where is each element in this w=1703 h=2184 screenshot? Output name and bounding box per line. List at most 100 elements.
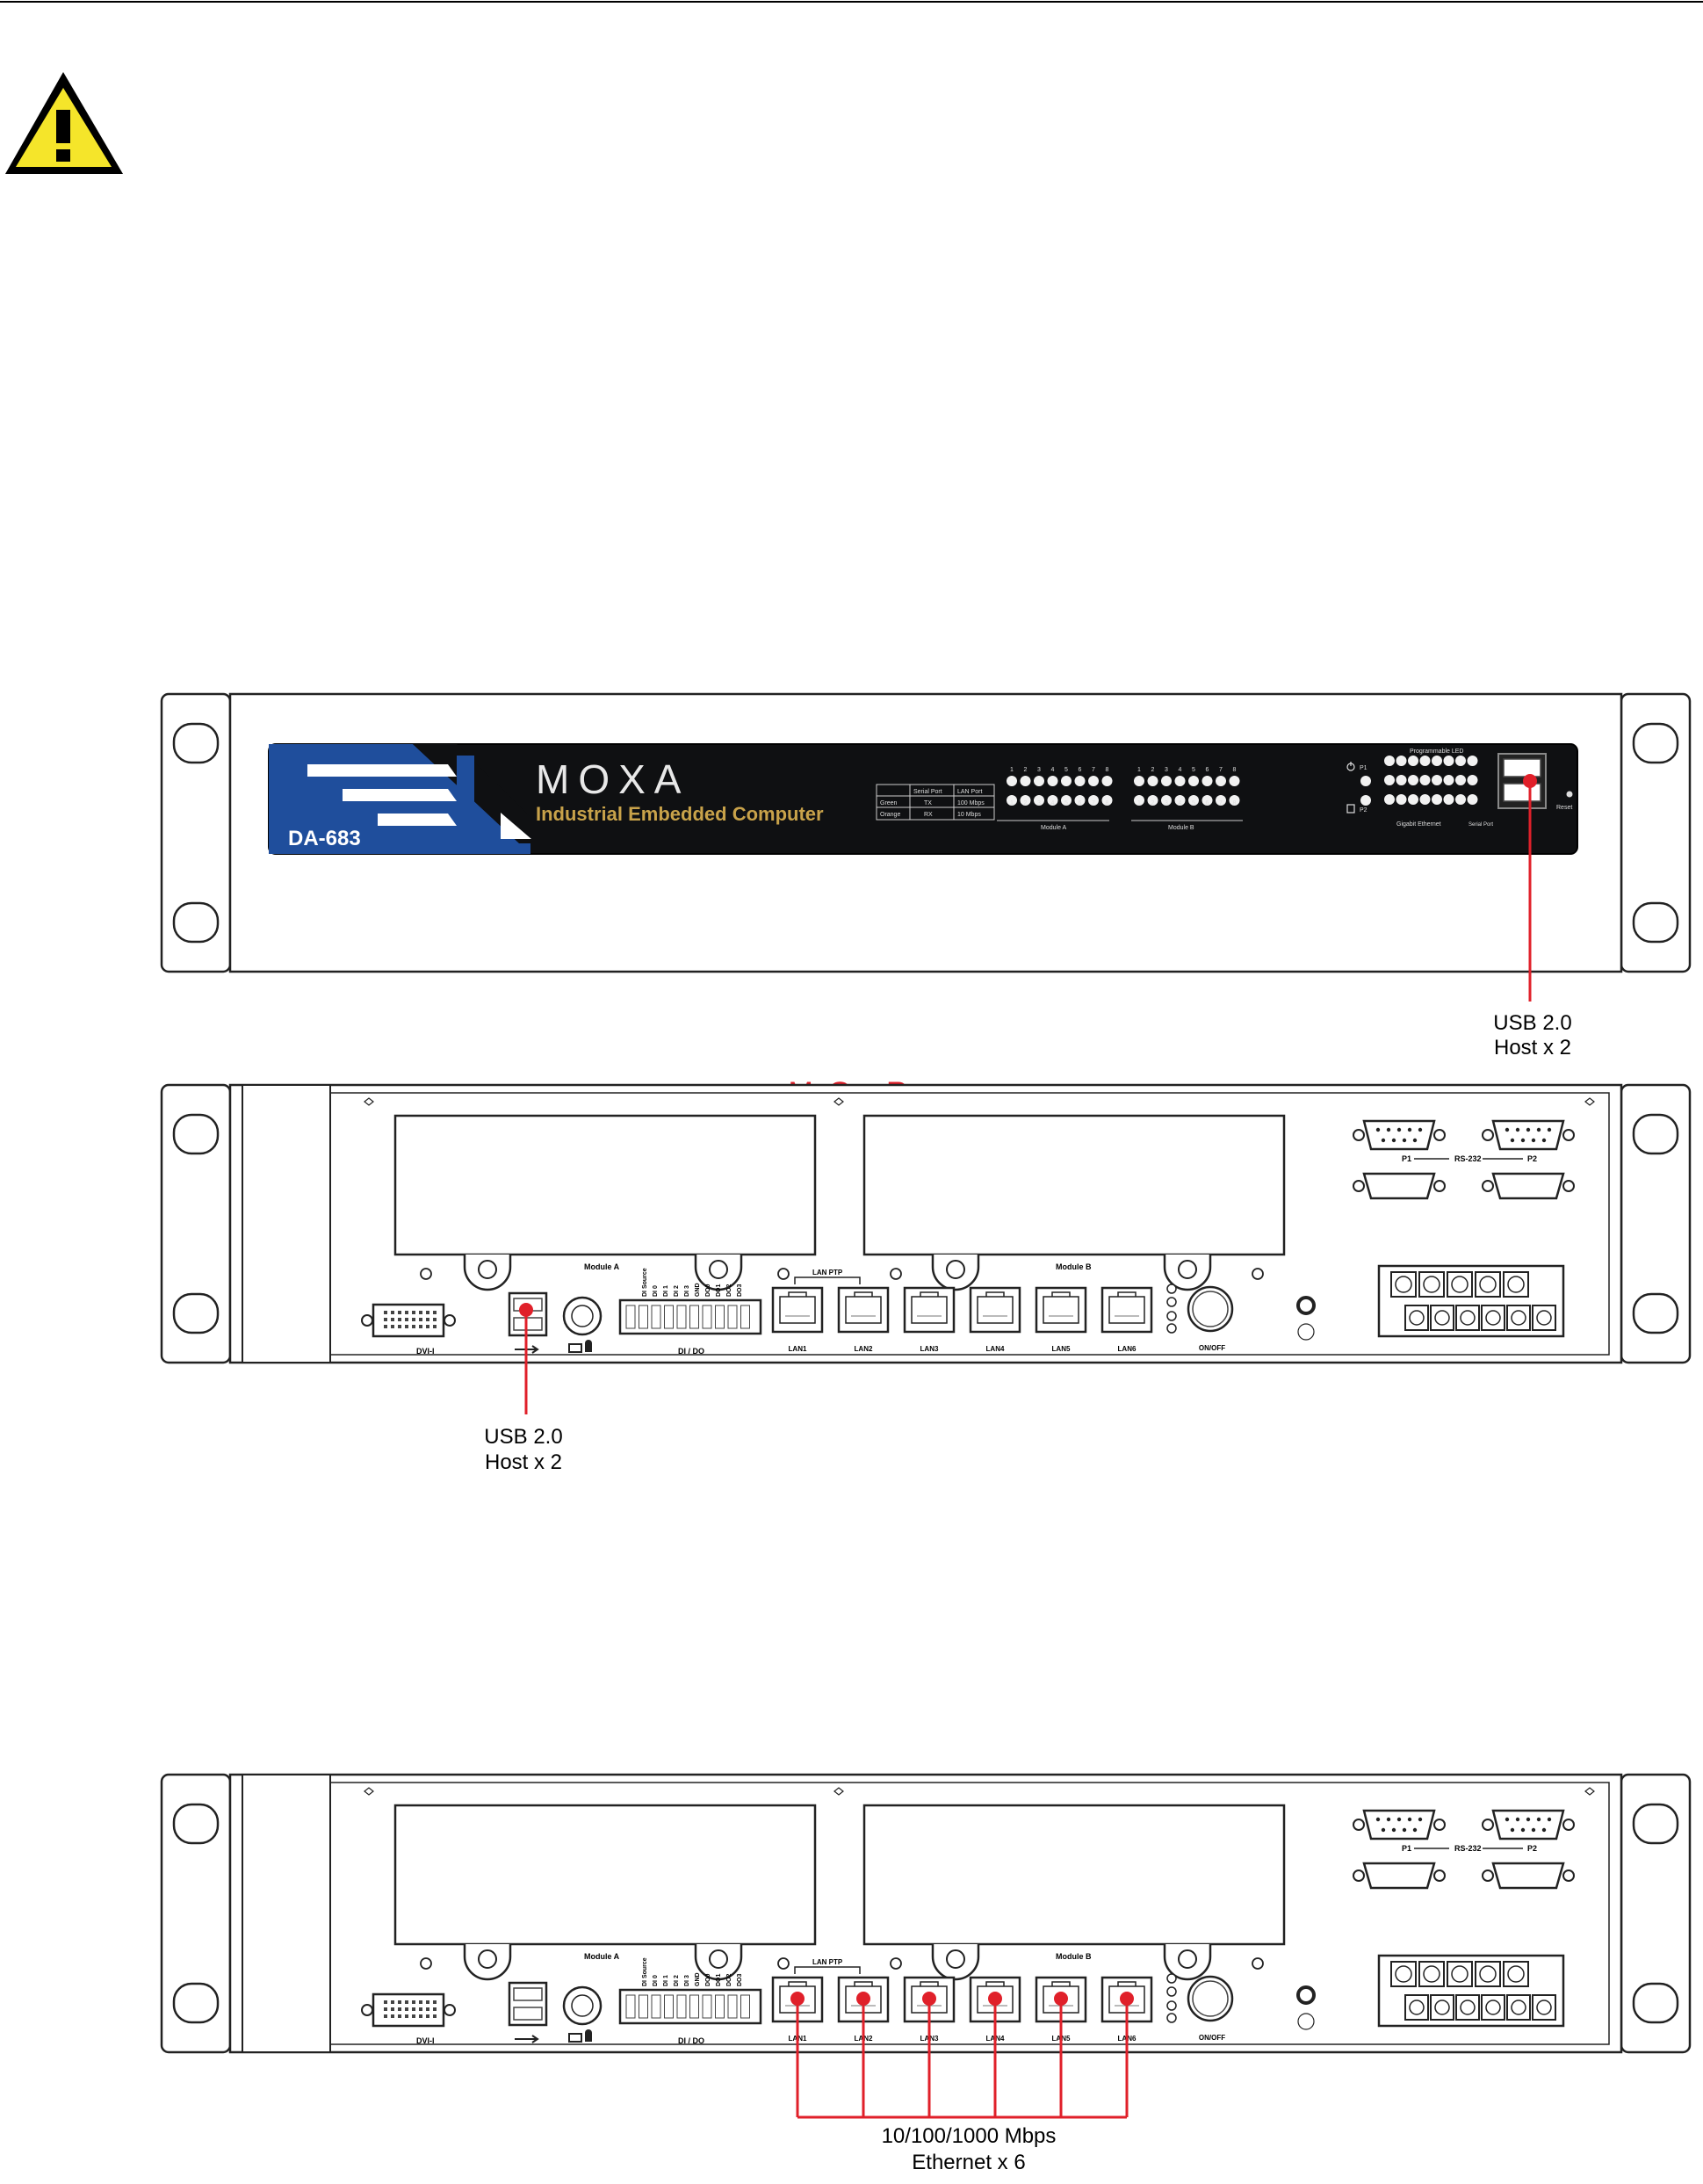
led-header-serial: Serial Port <box>913 789 942 795</box>
brand-logo-text: MOXA <box>536 756 689 802</box>
terminal-screw <box>1395 1965 1412 1983</box>
pin <box>412 2007 415 2011</box>
terminal-screw <box>1507 1276 1525 1293</box>
rs232-port <box>1362 1172 1436 1200</box>
pin <box>391 1318 394 1321</box>
pin <box>398 2014 401 2018</box>
terminal-screw <box>1511 2000 1526 2015</box>
dio-pin-label: DI 2 <box>674 1975 680 1986</box>
rear-p1-label: P1 <box>1402 1154 1411 1163</box>
terminal-screw <box>1451 1276 1468 1293</box>
terminal-screw <box>1485 1310 1501 1326</box>
lan-port <box>969 1286 1021 1334</box>
led <box>1174 795 1186 806</box>
led-number: 2 <box>1151 767 1155 773</box>
pin <box>391 2014 394 2018</box>
status-led <box>1166 1311 1177 1321</box>
led <box>1047 776 1058 786</box>
terminal-screw <box>1434 1310 1450 1326</box>
led <box>1455 775 1466 785</box>
pin <box>426 1318 429 1321</box>
onoff-label: ON/OFF <box>1199 1344 1225 1352</box>
led-number: 4 <box>1179 800 1182 806</box>
module-a-bay <box>393 1114 817 1256</box>
rear-module-b-label: Module B <box>1056 1262 1092 1271</box>
status-led <box>1166 1323 1177 1334</box>
dio-pin <box>651 1994 661 2019</box>
screw <box>1482 1869 1494 1882</box>
led-number: 8 <box>1106 800 1109 806</box>
dio-label: DI / DO <box>678 2036 704 2045</box>
terminal-screw <box>1507 1965 1525 1983</box>
led-number: 2 <box>1024 767 1028 773</box>
led <box>1408 794 1418 805</box>
pin <box>433 2014 437 2018</box>
led-number: 6 <box>1206 800 1209 806</box>
led-number: 7 <box>1092 800 1095 806</box>
led <box>1455 756 1466 766</box>
dio-pin <box>639 1305 648 1329</box>
dio-pin-label: DO1 <box>716 1284 722 1298</box>
power-switch-inner <box>1192 1980 1229 2017</box>
dio-pin <box>625 1305 636 1329</box>
led-row-color: Green <box>880 800 898 806</box>
warning-icon <box>5 72 123 174</box>
pin <box>433 1318 437 1321</box>
dio-pin-label: DI Source <box>642 1957 648 1986</box>
pin <box>398 2000 401 2004</box>
lan-label: LAN4 <box>986 1345 1005 1353</box>
terminal-screw <box>1479 1276 1497 1293</box>
led <box>1034 776 1044 786</box>
ground-screw <box>1296 1296 1316 1315</box>
marker <box>1584 1097 1595 1106</box>
rear-module-a-label: Module A <box>584 1952 620 1961</box>
rack-ear <box>160 1773 232 2054</box>
led <box>1047 795 1058 806</box>
terminal-screw <box>1460 1310 1476 1326</box>
dio-pin-label: DI 3 <box>684 1285 690 1297</box>
rs232-port <box>1491 1172 1565 1200</box>
led <box>1216 776 1226 786</box>
pin <box>412 1311 415 1314</box>
led-number: 6 <box>1079 767 1082 773</box>
led <box>1455 794 1466 805</box>
dio-pin-label: DI 2 <box>674 1285 680 1297</box>
led-number: 4 <box>1051 800 1055 806</box>
led <box>1134 795 1144 806</box>
ground-icon <box>1297 1323 1315 1341</box>
led-number: 1 <box>1137 767 1141 773</box>
status-led <box>1166 2013 1177 2023</box>
rack-ear <box>1620 1773 1692 2054</box>
power-icon <box>1346 762 1355 771</box>
led <box>1467 775 1478 785</box>
keyboard-icon <box>568 2033 582 2043</box>
led <box>1007 776 1017 786</box>
pin <box>426 1325 429 1328</box>
led-number: 5 <box>1064 767 1068 773</box>
status-led <box>1166 1973 1177 1984</box>
dio-pin-label: DI 0 <box>653 1285 659 1297</box>
pin <box>391 1311 394 1314</box>
screw-hole <box>709 1260 728 1279</box>
pin <box>398 1311 401 1314</box>
dio-pin <box>639 1994 648 2019</box>
pin <box>384 1318 387 1321</box>
dio-pin <box>625 1994 636 2019</box>
terminal-screw <box>1434 2000 1450 2015</box>
screw <box>420 1957 432 1970</box>
p2-led-label: P2 <box>1360 807 1367 814</box>
marker <box>833 1787 844 1796</box>
led <box>1201 795 1213 806</box>
terminal-screw <box>1409 2000 1425 2015</box>
usb-slot <box>513 1987 543 2001</box>
led <box>1020 795 1031 806</box>
module-a-bay <box>393 1804 817 1946</box>
lan-ptp-bracket <box>794 1276 861 1284</box>
module-a-leds <box>1007 776 1113 806</box>
chassis-rail <box>242 1774 331 2053</box>
reset-button <box>1566 791 1573 798</box>
dio-pin-label: DI 0 <box>653 1975 659 1986</box>
pin <box>419 2000 422 2004</box>
led-number: 2 <box>1151 800 1155 806</box>
lan-label: LAN3 <box>920 1345 939 1353</box>
